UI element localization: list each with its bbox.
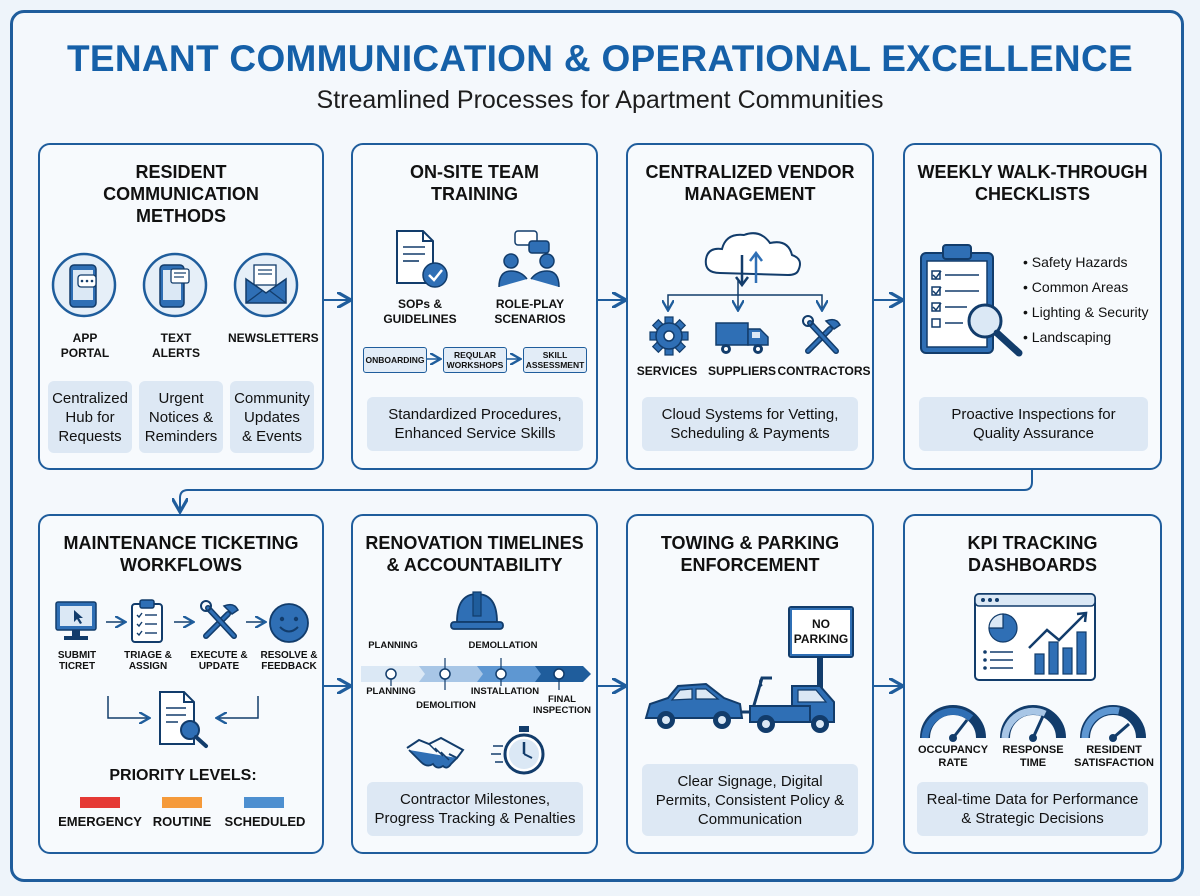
page-title: TENANT COMMUNICATION & OPERATIONAL EXCEL… <box>67 38 1133 79</box>
walkthrough-desc-panel: Proactive Inspections for Quality Assura… <box>919 397 1148 451</box>
timeline-label-bottom: PLANNING <box>366 686 416 697</box>
priority-label: EMERGENCY <box>58 814 142 829</box>
card-towing-parking: TOWING & PARKING ENFORCEMENT NO PARKING … <box>626 514 874 854</box>
vendor-item-label: SERVICES <box>636 364 698 378</box>
smartphone-chat-icon <box>51 252 117 318</box>
kpi-desc-panel: Real-time Data for Performance & Strateg… <box>917 782 1148 836</box>
cloud-branch-arrows <box>628 281 876 472</box>
maintenance-step-label: RESOLVE & FEEDBACK <box>260 650 318 672</box>
card-title: RESIDENT COMMUNICATION METHODS <box>103 162 259 226</box>
priority-label: ROUTINE <box>152 814 212 829</box>
maintenance-step-label: EXECUTE & UPDATE <box>190 650 248 672</box>
towing-desc-panel: Clear Signage, Digital Permits, Consiste… <box>642 764 858 836</box>
text-message-icon <box>142 252 208 318</box>
training-desc-panel: Standardized Procedures, Enhanced Servic… <box>367 397 583 451</box>
checklist-bullet: • Landscaping <box>1023 329 1112 345</box>
maintenance-flow-arrows <box>106 516 326 856</box>
clipboard-icon <box>131 599 163 643</box>
training-item-label: ROLE-PLAY SCENARIOS <box>494 297 566 326</box>
monitor-icon <box>55 601 97 640</box>
method-desc-panel: Urgent Notices & Reminders <box>139 381 223 453</box>
card-kpi-dashboards: KPI TRACKING DASHBOARDS OCCUPANCY RATE R… <box>903 514 1162 854</box>
method-label: APP PORTAL <box>60 331 110 360</box>
method-label: TEXT ALERTS <box>152 331 200 360</box>
card-maintenance-ticketing: MAINTENANCE TICKETING WORKFLOWS SUBMIT T… <box>38 514 324 854</box>
occupancy-gauge-icon <box>920 705 986 742</box>
checklist-bullet: • Safety Hazards <box>1023 254 1128 270</box>
tools-icon <box>200 600 239 639</box>
gauge-label: RESIDENT SATISFACTION <box>1074 744 1154 769</box>
card-title: RENOVATION TIMELINES & ACCOUNTABILITY <box>365 533 584 575</box>
gauge-label: RESPONSE TIME <box>1002 744 1064 769</box>
envelope-icon <box>233 252 299 318</box>
stopwatch-icon <box>491 726 545 775</box>
priority-swatch-routine <box>162 797 202 808</box>
vendor-item-label: SUPPLIERS <box>707 364 776 378</box>
card-title: KPI TRACKING DASHBOARDS <box>967 533 1098 575</box>
smiley-icon <box>269 603 309 643</box>
timeline-label-bottom: DEMOLITION <box>416 700 476 711</box>
card-title: CENTRALIZED VENDOR MANAGEMENT <box>645 162 855 204</box>
checklist-bullet: • Lighting & Security <box>1023 304 1149 320</box>
training-flow-step: SKILL ASSESSMENT <box>523 347 587 373</box>
arrow-row-wrap <box>180 470 1033 510</box>
priority-swatch-scheduled <box>244 797 284 808</box>
timeline-label-bottom: INSTALLATION <box>470 686 540 697</box>
satisfaction-gauge-icon <box>1080 705 1146 742</box>
card-title: ON-SITE TEAM TRAINING <box>410 162 539 204</box>
no-parking-sign-text: NO PARKING <box>793 617 849 646</box>
training-flow-step: REQULAR WORKSHOPS <box>443 347 507 373</box>
document-search-icon <box>159 691 208 748</box>
training-flow-arrows <box>427 145 600 472</box>
timeline-label-top: PLANNING <box>368 640 418 651</box>
cloud-icon <box>704 232 801 288</box>
card-title: WEEKLY WALK-THROUGH CHECKLISTS <box>917 162 1148 204</box>
card-walkthrough-checklists: WEEKLY WALK-THROUGH CHECKLISTS • Safety … <box>903 143 1162 470</box>
dashboard-monitor-icon <box>974 593 1096 681</box>
hard-hat-icon <box>450 591 504 630</box>
method-desc-panel: Community Updates & Events <box>230 381 314 453</box>
card-team-training: ON-SITE TEAM TRAINING SOPs & GUIDELINES … <box>351 143 598 470</box>
vendor-item-label: CONTRACTORS <box>777 364 871 378</box>
timeline-bar <box>361 658 591 690</box>
priority-label: SCHEDULED <box>224 814 306 829</box>
renovation-desc-panel: Contractor Milestones, Progress Tracking… <box>367 782 583 836</box>
page-subtitle: Streamlined Processes for Apartment Comm… <box>316 86 884 114</box>
handshake-icon <box>406 736 465 769</box>
maintenance-step-label: TRIAGE & ASSIGN <box>124 650 172 672</box>
priority-swatch-emergency <box>80 797 120 808</box>
method-desc-panel: Centralized Hub for Requests <box>48 381 132 453</box>
timeline-label-bottom: FINAL INSPECTION <box>532 694 592 716</box>
people-chat-icon <box>498 230 560 288</box>
priority-title: PRIORITY LEVELS: <box>109 767 257 784</box>
maintenance-step-label: SUBMIT TICRET <box>57 650 97 672</box>
tools-icon <box>802 315 841 354</box>
no-parking-sign: NO PARKING <box>788 606 854 658</box>
sign-post <box>817 656 823 696</box>
truck-icon <box>715 322 769 354</box>
tow-truck-icon <box>644 676 835 733</box>
training-item-label: SOPs & GUIDELINES <box>383 297 457 326</box>
clipboard-magnifier-icon <box>920 244 1023 357</box>
card-renovation-timelines: RENOVATION TIMELINES & ACCOUNTABILITY PL… <box>351 514 598 854</box>
response-time-gauge-icon <box>1000 705 1066 742</box>
checklist-bullet: • Common Areas <box>1023 279 1129 295</box>
timeline-label-top: DEMOLLATION <box>468 640 538 651</box>
method-label: NEWSLETTERS <box>228 331 319 345</box>
card-title: MAINTENANCE TICKETING WORKFLOWS <box>63 533 299 575</box>
gear-icon <box>649 316 689 356</box>
training-flow-step: ONBOARDING <box>363 347 427 373</box>
vendor-desc-panel: Cloud Systems for Vetting, Scheduling & … <box>642 397 858 451</box>
card-resident-communication: RESIDENT COMMUNICATION METHODS APP PORTA… <box>38 143 324 470</box>
card-vendor-management: CENTRALIZED VENDOR MANAGEMENT SERVICES <box>626 143 874 470</box>
card-title: TOWING & PARKING ENFORCEMENT <box>660 533 840 575</box>
document-check-icon <box>396 230 448 288</box>
gauge-label: OCCUPANCY RATE <box>917 744 989 769</box>
